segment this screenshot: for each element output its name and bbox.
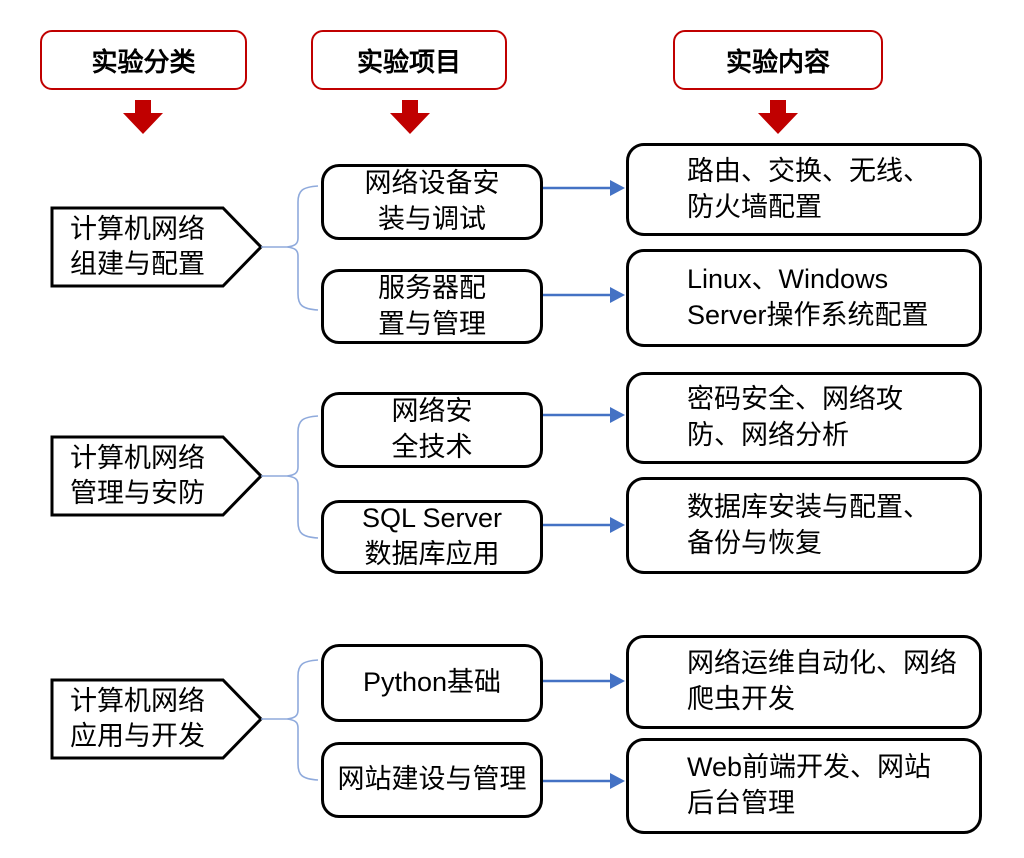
content-box: 密码安全、网络攻 防、网络分析 (626, 372, 982, 464)
content-box: 路由、交换、无线、 防火墙配置 (626, 143, 982, 236)
category-label: 计算机网络 组建与配置 (70, 213, 205, 279)
content-label: 网络运维自动化、网络 爬虫开发 (687, 648, 957, 714)
content-box: Linux、Windows Server操作系统配置 (626, 249, 982, 347)
project-label: 服务器配 置与管理 (378, 272, 486, 339)
flow-arrow-head-icon (610, 673, 625, 689)
project-box: 网络安 全技术 (321, 392, 543, 468)
header-experiment-project-label: 实验项目 (356, 46, 461, 77)
content-box: 网络运维自动化、网络 爬虫开发 (626, 635, 982, 729)
flow-arrow-head-icon (610, 773, 625, 789)
content-box: Web前端开发、网站 后台管理 (626, 738, 982, 834)
category-pentagon-shape (50, 206, 264, 288)
project-label: 网站建设与管理 (337, 764, 527, 795)
project-box: Python基础 (321, 644, 543, 722)
header-experiment-class: 实验分类 (40, 30, 247, 90)
category-pentagon-shape (50, 435, 264, 517)
header-experiment-class-label: 实验分类 (91, 46, 196, 77)
red-down-arrow-icon (390, 100, 430, 134)
project-label: 网络安 全技术 (391, 396, 473, 462)
content-box: 数据库安装与配置、 备份与恢复 (626, 477, 982, 574)
content-label: Linux、Windows Server操作系统配置 (687, 264, 929, 330)
project-box: SQL Server 数据库应用 (321, 500, 543, 574)
category-label: 计算机网络 应用与开发 (70, 685, 205, 751)
category-box: 计算机网络 组建与配置 (52, 208, 223, 286)
brace-connector (261, 659, 319, 781)
content-label: 数据库安装与配置、 备份与恢复 (687, 491, 930, 558)
brace-connector (261, 415, 319, 539)
content-label: 路由、交换、无线、 防火墙配置 (687, 155, 930, 222)
flow-arrow-head-icon (610, 517, 625, 533)
flow-arrow-head-icon (610, 180, 625, 196)
category-label: 计算机网络 管理与安防 (70, 442, 205, 508)
project-label: 网络设备安 装与调试 (364, 168, 500, 234)
flow-arrow-head-icon (610, 287, 625, 303)
brace-connector (261, 185, 319, 311)
category-pentagon-shape (50, 678, 264, 760)
project-label: Python基础 (362, 667, 502, 698)
category-box: 计算机网络 管理与安防 (52, 437, 223, 515)
header-experiment-content: 实验内容 (673, 30, 883, 90)
project-box: 网络设备安 装与调试 (321, 164, 543, 240)
header-experiment-content-label: 实验内容 (725, 46, 830, 77)
flow-arrow-head-icon (610, 407, 625, 423)
red-down-arrow-icon (123, 100, 163, 134)
content-label: 密码安全、网络攻 防、网络分析 (687, 384, 903, 450)
category-box: 计算机网络 应用与开发 (52, 680, 223, 758)
header-experiment-project: 实验项目 (311, 30, 507, 90)
project-box: 网站建设与管理 (321, 742, 543, 818)
red-down-arrow-icon (758, 100, 798, 134)
content-label: Web前端开发、网站 后台管理 (687, 752, 932, 818)
project-box: 服务器配 置与管理 (321, 269, 543, 344)
project-label: SQL Server 数据库应用 (361, 503, 503, 569)
